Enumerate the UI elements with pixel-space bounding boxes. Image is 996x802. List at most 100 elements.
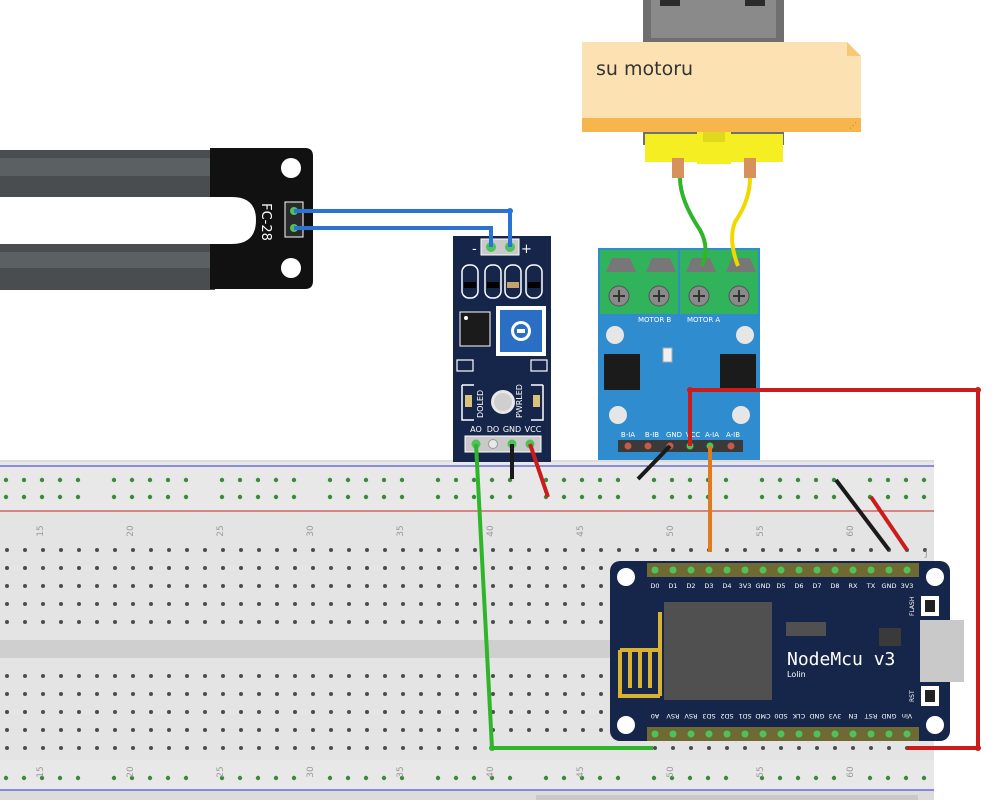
- rail-hole[interactable]: [75, 775, 81, 781]
- rail-hole[interactable]: [75, 494, 81, 500]
- breadboard-hole[interactable]: [77, 566, 81, 570]
- breadboard-hole[interactable]: [401, 728, 405, 732]
- breadboard-hole[interactable]: [401, 548, 405, 552]
- breadboard-hole[interactable]: [131, 548, 135, 552]
- rail-hole[interactable]: [381, 775, 387, 781]
- breadboard-hole[interactable]: [293, 602, 297, 606]
- breadboard-hole[interactable]: [329, 710, 333, 714]
- breadboard-hole[interactable]: [113, 566, 117, 570]
- breadboard-hole[interactable]: [437, 602, 441, 606]
- breadboard-hole[interactable]: [545, 674, 549, 678]
- breadboard-hole[interactable]: [167, 746, 171, 750]
- rail-hole[interactable]: [903, 494, 909, 500]
- breadboard-hole[interactable]: [743, 746, 747, 750]
- header-pin-top[interactable]: [669, 566, 677, 574]
- breadboard-hole[interactable]: [329, 602, 333, 606]
- breadboard-hole[interactable]: [329, 584, 333, 588]
- breadboard-hole[interactable]: [95, 548, 99, 552]
- breadboard-hole[interactable]: [275, 584, 279, 588]
- rail-hole[interactable]: [327, 775, 333, 781]
- breadboard-hole[interactable]: [473, 674, 477, 678]
- breadboard-hole[interactable]: [23, 548, 27, 552]
- rail-hole[interactable]: [57, 775, 63, 781]
- breadboard-hole[interactable]: [311, 692, 315, 696]
- breadboard-hole[interactable]: [455, 710, 459, 714]
- breadboard-hole[interactable]: [185, 674, 189, 678]
- breadboard-hole[interactable]: [59, 620, 63, 624]
- breadboard-hole[interactable]: [329, 620, 333, 624]
- breadboard-hole[interactable]: [167, 584, 171, 588]
- wire-red[interactable]: [528, 443, 550, 498]
- breadboard-hole[interactable]: [113, 710, 117, 714]
- rail-hole[interactable]: [651, 775, 657, 781]
- breadboard-hole[interactable]: [383, 548, 387, 552]
- breadboard-hole[interactable]: [185, 710, 189, 714]
- breadboard-hole[interactable]: [347, 566, 351, 570]
- breadboard-hole[interactable]: [221, 566, 225, 570]
- breadboard-hole[interactable]: [131, 746, 135, 750]
- header-pin-top[interactable]: [813, 566, 821, 574]
- breadboard-hole[interactable]: [437, 710, 441, 714]
- rail-hole[interactable]: [363, 775, 369, 781]
- breadboard-hole[interactable]: [527, 692, 531, 696]
- rail-hole[interactable]: [3, 494, 9, 500]
- rail-hole[interactable]: [651, 477, 657, 483]
- breadboard-hole[interactable]: [455, 728, 459, 732]
- breadboard-hole[interactable]: [59, 710, 63, 714]
- breadboard-hole[interactable]: [581, 548, 585, 552]
- rail-hole[interactable]: [471, 775, 477, 781]
- breadboard-hole[interactable]: [887, 746, 891, 750]
- horizontal-scrollbar[interactable]: [536, 795, 918, 800]
- breadboard-hole[interactable]: [599, 674, 603, 678]
- breadboard-hole[interactable]: [455, 620, 459, 624]
- breadboard-hole[interactable]: [473, 746, 477, 750]
- breadboard-hole[interactable]: [5, 692, 9, 696]
- breadboard-hole[interactable]: [419, 584, 423, 588]
- breadboard-hole[interactable]: [527, 602, 531, 606]
- breadboard-hole[interactable]: [203, 620, 207, 624]
- rail-hole[interactable]: [345, 494, 351, 500]
- breadboard-hole[interactable]: [41, 710, 45, 714]
- breadboard-hole[interactable]: [365, 602, 369, 606]
- breadboard-hole[interactable]: [401, 710, 405, 714]
- rail-hole[interactable]: [57, 494, 63, 500]
- rail-hole[interactable]: [147, 477, 153, 483]
- breadboard-hole[interactable]: [599, 548, 603, 552]
- breadboard-hole[interactable]: [383, 746, 387, 750]
- rail-hole[interactable]: [147, 775, 153, 781]
- breadboard-hole[interactable]: [59, 692, 63, 696]
- breadboard-hole[interactable]: [455, 674, 459, 678]
- rail-hole[interactable]: [399, 494, 405, 500]
- breadboard-hole[interactable]: [581, 674, 585, 678]
- rail-hole[interactable]: [723, 494, 729, 500]
- breadboard-hole[interactable]: [437, 692, 441, 696]
- breadboard-hole[interactable]: [527, 728, 531, 732]
- header-pin-bottom[interactable]: [741, 730, 749, 738]
- breadboard-hole[interactable]: [23, 746, 27, 750]
- breadboard-hole[interactable]: [221, 692, 225, 696]
- breadboard-hole[interactable]: [23, 710, 27, 714]
- breadboard-hole[interactable]: [545, 692, 549, 696]
- breadboard-hole[interactable]: [473, 566, 477, 570]
- breadboard-hole[interactable]: [365, 548, 369, 552]
- b-ib-pin[interactable]: [644, 442, 652, 450]
- header-pin-top[interactable]: [831, 566, 839, 574]
- breadboard-hole[interactable]: [347, 746, 351, 750]
- breadboard-hole[interactable]: [239, 746, 243, 750]
- breadboard-hole[interactable]: [221, 584, 225, 588]
- breadboard-hole[interactable]: [23, 674, 27, 678]
- rail-hole[interactable]: [183, 477, 189, 483]
- breadboard-hole[interactable]: [293, 692, 297, 696]
- a-ib-pin[interactable]: [727, 442, 735, 450]
- breadboard-hole[interactable]: [131, 620, 135, 624]
- breadboard-hole[interactable]: [149, 584, 153, 588]
- rail-hole[interactable]: [435, 775, 441, 781]
- breadboard-hole[interactable]: [185, 548, 189, 552]
- breadboard-hole[interactable]: [149, 566, 153, 570]
- wire-black-gnd[interactable]: [834, 478, 891, 552]
- rail-hole[interactable]: [705, 775, 711, 781]
- breadboard-hole[interactable]: [527, 548, 531, 552]
- rail-hole[interactable]: [777, 494, 783, 500]
- rail-hole[interactable]: [831, 494, 837, 500]
- breadboard-hole[interactable]: [365, 584, 369, 588]
